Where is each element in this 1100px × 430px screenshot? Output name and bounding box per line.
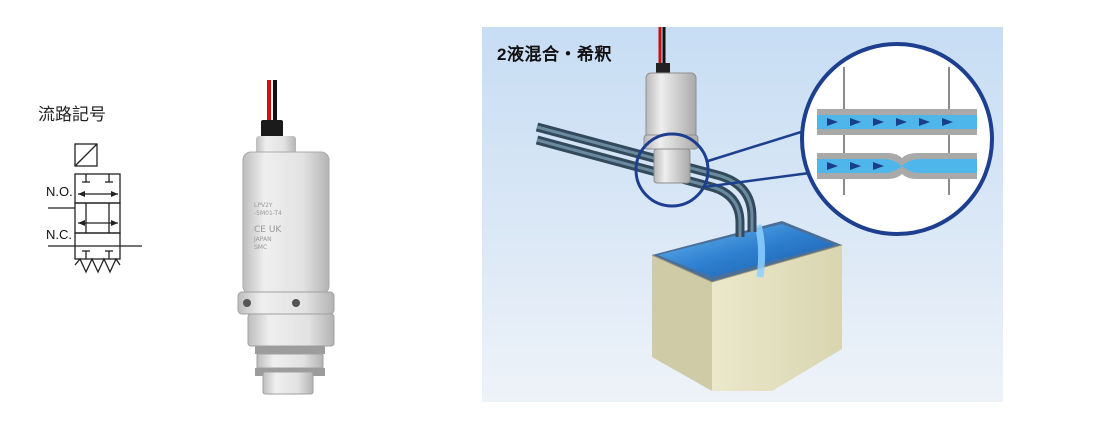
- application-scene: [482, 27, 1003, 402]
- wire-connector: [261, 120, 283, 140]
- model-line-1: LPV2Y: [254, 202, 273, 209]
- callout-line-upper: [707, 125, 818, 163]
- tank-side: [652, 255, 712, 391]
- product-illustration: [237, 80, 335, 395]
- solenoid-diagonal: [74, 143, 98, 167]
- pinch-block-lower: [262, 371, 314, 395]
- magnified-view: [817, 67, 977, 195]
- valve-flange: [237, 291, 335, 315]
- scene-valve-body: [645, 72, 697, 140]
- valve-box-upper: [74, 173, 121, 204]
- cert-mark: CE UK: [254, 225, 282, 235]
- scene-title: 2液混合・希釈: [497, 45, 612, 64]
- tank-front: [712, 245, 842, 391]
- flow-symbol-title: 流路記号: [38, 105, 106, 124]
- port-label-nc: N.C.: [46, 227, 72, 242]
- solenoid-box: [74, 143, 98, 167]
- made-in: JAPAN: [254, 236, 272, 243]
- water-stream: [754, 224, 766, 278]
- callout-small-circle: [634, 132, 710, 208]
- flange-screw-right: [292, 299, 300, 307]
- model-line-2: -5M01-T4: [254, 210, 282, 217]
- flow-symbol-diagram: [48, 143, 142, 274]
- valve-box-middle: [74, 202, 121, 234]
- scene-connector: [656, 63, 670, 75]
- valve-cap: [256, 136, 296, 156]
- callout-line-lower: [703, 170, 818, 189]
- flange-screw-left: [243, 299, 251, 307]
- brand-logo: SMC: [254, 244, 268, 251]
- flow-channel-pinched: [817, 159, 977, 173]
- tube-slot-1: [255, 346, 325, 354]
- tank-water: [658, 224, 834, 277]
- valve-body-markings: LPV2Y -5M01-T4 CE UK JAPAN SMC: [254, 202, 282, 252]
- callout-big-circle: [800, 42, 994, 236]
- flow-arrow: [827, 118, 838, 126]
- pinch-block-middle: [256, 353, 324, 369]
- scene-pinch-block: [653, 148, 691, 184]
- spring-zigzag: [74, 257, 121, 274]
- port-label-no: N.O.: [46, 184, 73, 199]
- pinch-block-upper: [247, 313, 335, 347]
